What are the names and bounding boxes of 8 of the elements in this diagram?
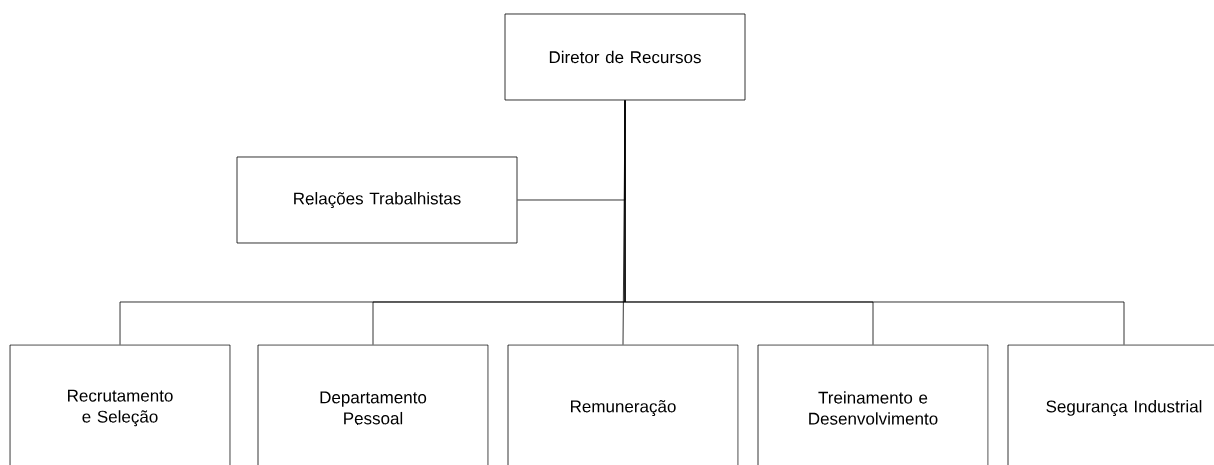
org-box: Departamento Pessoal (257, 344, 489, 465)
org-box: Recrutamento e Seleção (9, 344, 231, 465)
org-box: Diretor de Recursos (504, 13, 746, 101)
org-box: Treinamento e Desenvolvimento (757, 344, 989, 465)
connector-line (624, 100, 1125, 345)
org-box: Relações Trabalhistas (236, 156, 518, 244)
org-box: Segurança Industrial (1007, 344, 1214, 465)
org-box: Remuneração (507, 344, 739, 465)
